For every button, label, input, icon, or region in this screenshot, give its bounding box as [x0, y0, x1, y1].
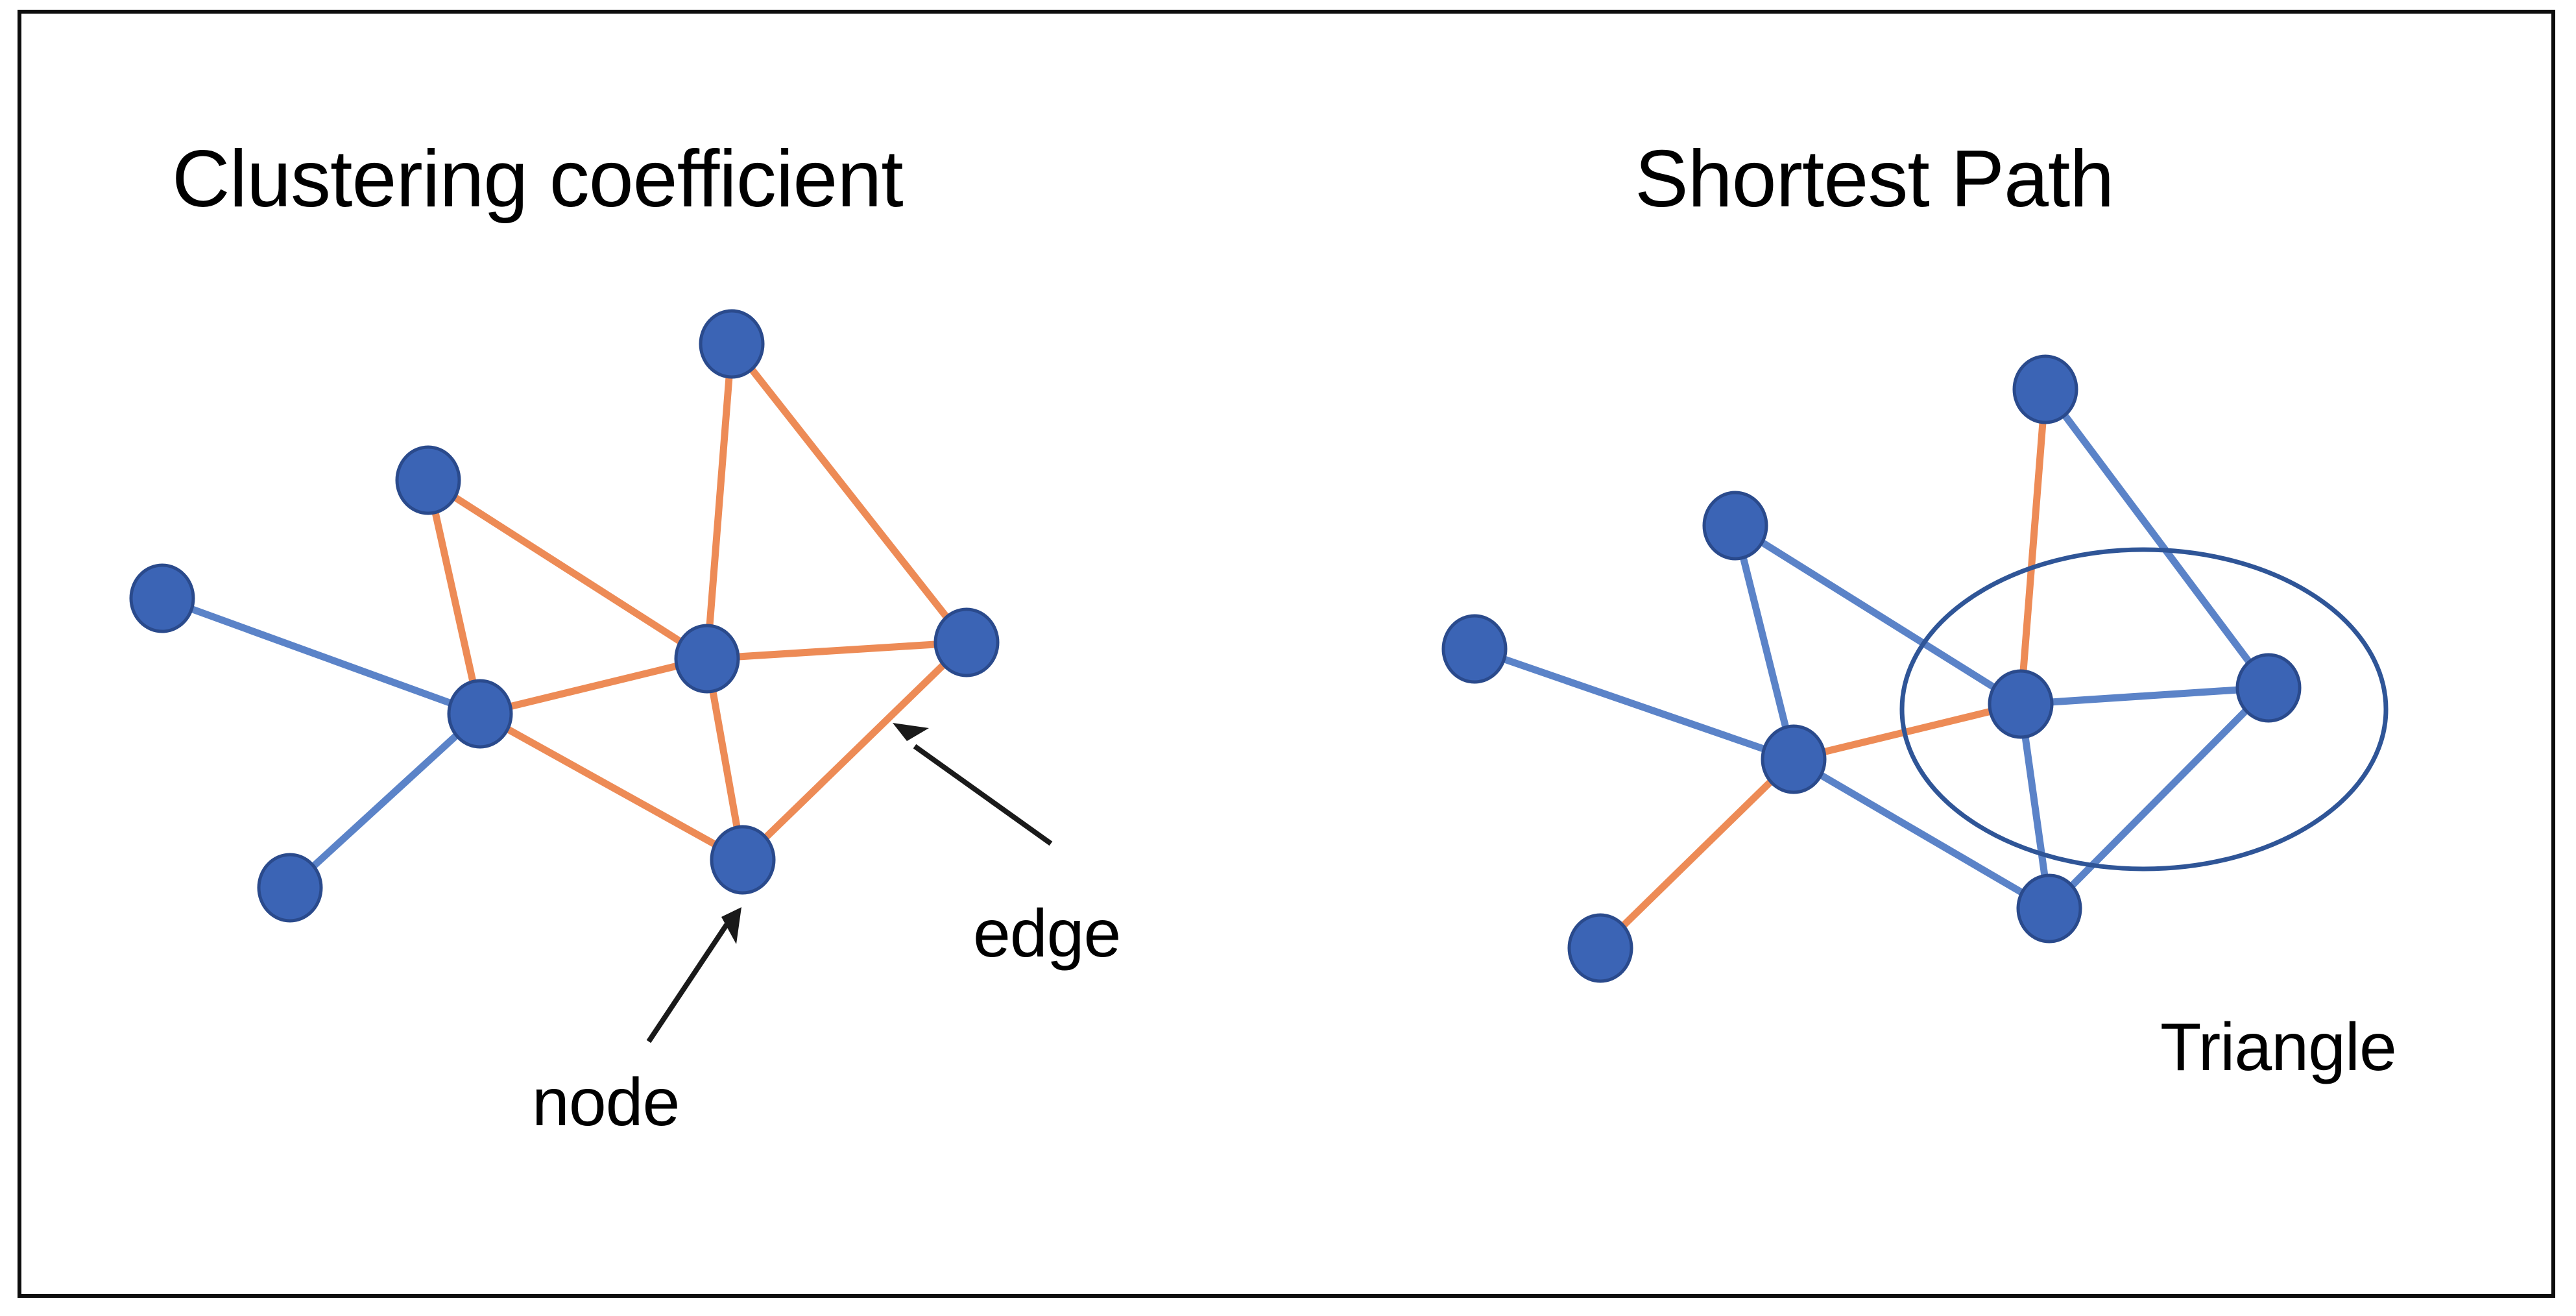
- graph-node: [1702, 491, 1768, 561]
- graph-edge: [703, 639, 970, 663]
- graph-node: [1441, 614, 1508, 684]
- left-panel-title: Clustering coefficient: [172, 134, 904, 224]
- node-pointer-arrow: [646, 907, 741, 1043]
- graph-node: [1988, 669, 2054, 739]
- graph-edge: [286, 710, 484, 892]
- graph-edge: [158, 594, 484, 718]
- graph-edge: [2017, 684, 2272, 708]
- graph-edge: [1790, 700, 2025, 763]
- graph-edge: [2017, 385, 2049, 708]
- edge-pointer-arrow: [893, 723, 1053, 846]
- triangle-ring-outline: [1899, 547, 2389, 871]
- figure-frame: [18, 10, 2555, 1298]
- graph-node: [933, 607, 1000, 677]
- graph-edge: [1731, 522, 2025, 708]
- graph-node: [2012, 354, 2078, 424]
- graph-node: [257, 853, 323, 923]
- triangle-highlight-ring: [1899, 547, 2389, 871]
- edge-annotation-label: edge: [973, 896, 1121, 971]
- graph-node: [710, 825, 776, 895]
- triangle-annotation-label: Triangle: [2160, 1010, 2397, 1085]
- graph-edge: [424, 476, 711, 663]
- graph-node: [2235, 653, 2302, 723]
- graph-node: [699, 309, 765, 379]
- graph-node: [674, 624, 740, 694]
- left-graph-nodes: [129, 309, 1000, 923]
- graph-node: [129, 563, 195, 633]
- graph-edge: [1731, 522, 1798, 763]
- left-graph-edges: [158, 340, 970, 892]
- right-graph-nodes: [1441, 354, 2302, 983]
- graph-edge: [476, 710, 747, 864]
- graph-edge: [2041, 385, 2272, 692]
- graph-edge: [1596, 755, 1798, 952]
- graph-node: [1567, 913, 1633, 983]
- graph-edge: [1790, 755, 2053, 912]
- graph-node: [2016, 873, 2082, 944]
- graph-edge: [728, 340, 970, 646]
- graph-node: [447, 679, 513, 749]
- graph-edge: [703, 340, 736, 663]
- graph-edge: [2045, 684, 2272, 912]
- right-graph-edges: [1471, 385, 2272, 952]
- graph-edge: [739, 639, 970, 864]
- node-annotation-label: node: [532, 1065, 680, 1140]
- graph-edge: [476, 655, 711, 718]
- graph-edge: [1471, 645, 1798, 763]
- graph-edge: [424, 476, 484, 718]
- right-panel-title: Shortest Path: [1635, 134, 2114, 224]
- graph-node: [395, 445, 461, 515]
- graph-node: [1761, 724, 1827, 794]
